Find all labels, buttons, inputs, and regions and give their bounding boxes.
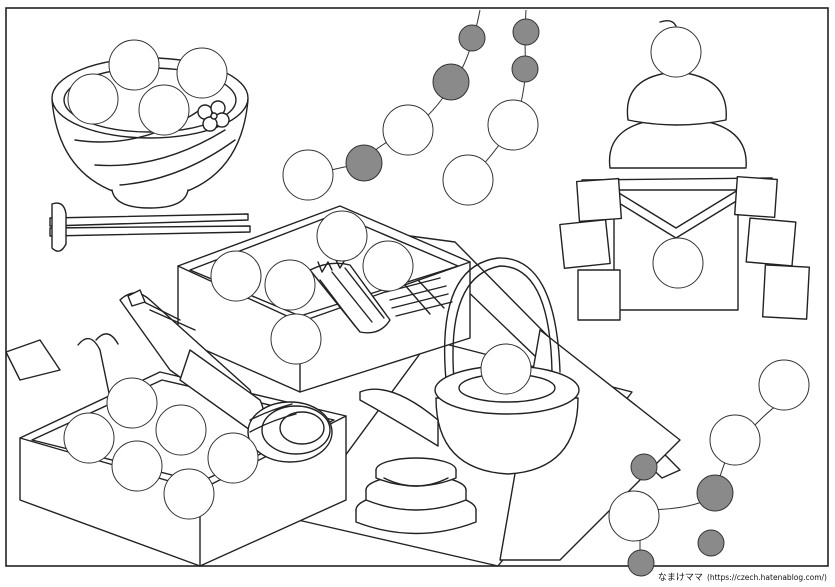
gray-bead [511, 55, 539, 83]
bead-circle [282, 149, 334, 201]
kamaboko-icon [247, 401, 333, 463]
mochi-circle [67, 73, 119, 125]
box-circle [316, 210, 368, 262]
box-circle [264, 259, 316, 311]
gray-bead [627, 549, 655, 577]
box-circle [63, 412, 115, 464]
bead-circle [758, 359, 810, 411]
box-circle [163, 468, 215, 520]
mochi-circle [108, 39, 160, 91]
bead-circle [608, 490, 660, 542]
mochi-top-circle [650, 26, 702, 78]
gray-beads [345, 18, 734, 577]
gray-bead [345, 144, 383, 182]
chopsticks-icon [49, 202, 251, 252]
bead-circle [709, 414, 761, 466]
credit-author: なまけママ [657, 573, 703, 583]
mochi-circle [138, 84, 190, 136]
gray-bead [458, 24, 486, 52]
gray-bead [512, 18, 540, 46]
credit-text: なまけママ(https://czech.hatenablog.com/) [658, 570, 827, 583]
lobster-icon [77, 289, 264, 431]
crest-circle [652, 237, 704, 289]
box-circle [270, 313, 322, 365]
gray-bead [697, 529, 725, 557]
credit-url: (https://czech.hatenablog.com/) [706, 573, 827, 582]
white-circles [63, 26, 810, 542]
box-circle [362, 240, 414, 292]
box-circle [210, 250, 262, 302]
mochi-circle [176, 47, 228, 99]
gray-bead [432, 63, 470, 101]
sake-cup-stand-icon [355, 457, 477, 535]
gray-bead [696, 474, 734, 512]
teapot-circle [480, 343, 532, 395]
bead-circle [382, 104, 434, 156]
box-circle [155, 404, 207, 456]
bead-circle [487, 99, 539, 151]
shrimp-icon [309, 257, 391, 334]
gray-bead [630, 453, 658, 481]
box-circle [106, 377, 158, 429]
bead-circle [442, 154, 494, 206]
page-frame [5, 7, 829, 567]
box-circle [111, 440, 163, 492]
flower-icon [197, 100, 230, 132]
box-circle [207, 432, 259, 484]
